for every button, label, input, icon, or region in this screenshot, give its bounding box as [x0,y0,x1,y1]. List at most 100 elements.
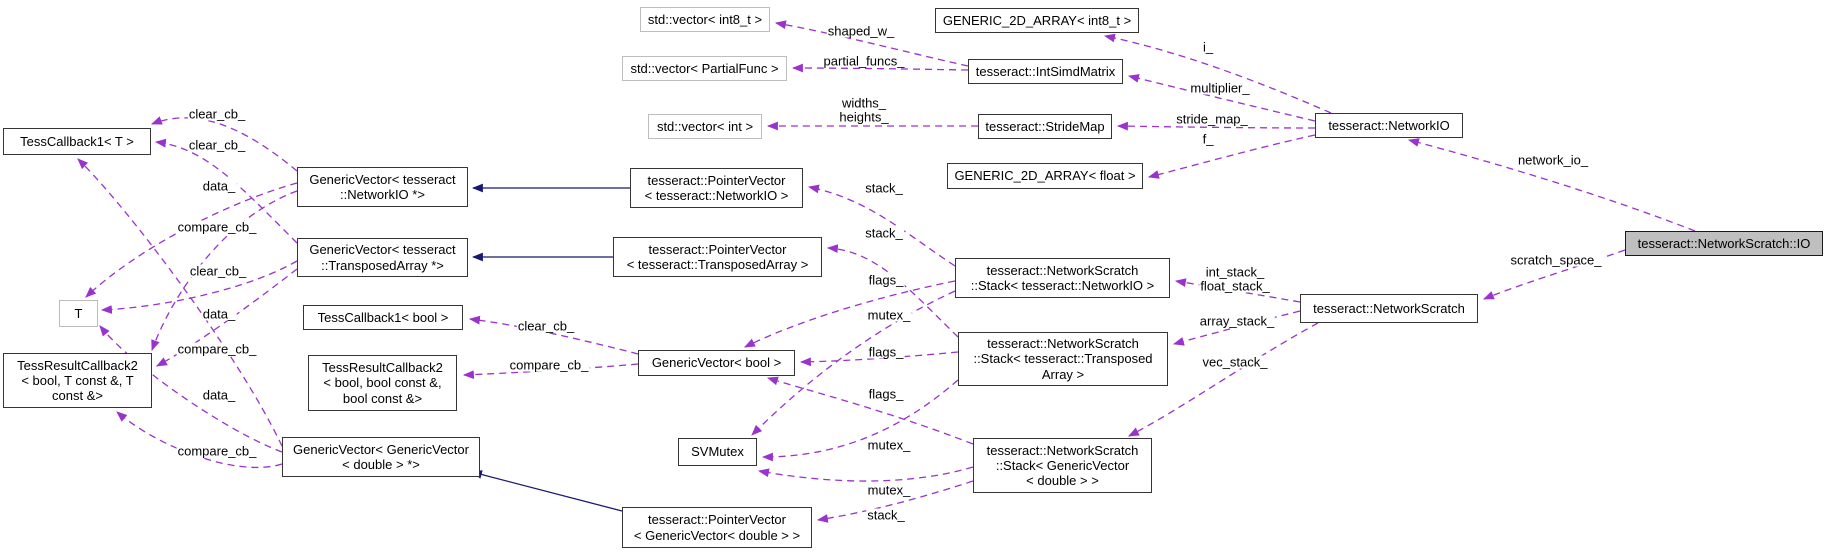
edge-gv_networkio-t [85,182,298,298]
node-gv_bool[interactable]: GenericVector< bool > [638,350,795,376]
node-label-line: tesseract::PointerVector [648,241,787,257]
node-label-line: < double > *> [342,457,420,472]
edge-label-data: data_ [201,178,237,194]
node-stack_gvdouble[interactable]: tesseract::NetworkScratch::Stack< Generi… [973,438,1152,493]
node-svmutex[interactable]: SVMutex [678,438,757,466]
edge-stack_gvdouble-gv_bool [766,376,974,445]
edge-label-float_stack: float_stack_ [1199,278,1271,294]
edge-label-scratch_space: scratch_space_ [1509,252,1603,268]
node-label-line: < tesseract::TransposedArray > [626,257,809,272]
node-label-line: tesseract::NetworkIO [1328,117,1450,133]
edge-label-flags: flags_ [867,386,905,402]
node-tc1_bool[interactable]: TessCallback1< bool > [303,305,463,330]
node-label-line: GenericVector< bool > [651,355,782,371]
edge-stack_networkio-svmutex [751,290,956,436]
node-label-line: tesseract::StrideMap [985,118,1105,134]
node-label-line: ::Stack< tesseract::NetworkIO > [970,278,1155,293]
node-trc2_bool[interactable]: TessResultCallback2< bool, bool const &,… [308,355,457,411]
node-generic2d_int8[interactable]: GENERIC_2D_ARRAY< int8_t > [935,8,1139,33]
node-label-line: GENERIC_2D_ARRAY< float > [954,168,1136,184]
node-label-line: GenericVector< tesseract [309,242,456,258]
node-stack_transposed[interactable]: tesseract::NetworkScratch::Stack< tesser… [958,332,1168,386]
node-stack_networkio[interactable]: tesseract::NetworkScratch::Stack< tesser… [955,258,1170,298]
edge-label-array_stack: array_stack_ [1198,313,1276,329]
edge-stack_transposed-pv_transposed [826,244,959,338]
node-label-line: GENERIC_2D_ARRAY< int8_t > [942,12,1132,28]
node-pv_transposed[interactable]: tesseract::PointerVector< tesseract::Tra… [613,237,822,277]
edge-pv_gvdouble-gv_gvdouble [470,470,623,512]
node-stridemap[interactable]: tesseract::StrideMap [978,114,1112,139]
edge-label-clear_cb: clear_cb_ [187,137,247,153]
edge-networkscratch-stack_transposed [1172,310,1301,346]
edge-nsio-networkscratch [1482,249,1626,300]
node-intsimd[interactable]: tesseract::IntSimdMatrix [968,59,1123,84]
edge-label-mutex: mutex_ [866,307,912,323]
node-label-line: std::vector< int8_t > [647,11,763,27]
node-label-line: T [74,305,83,321]
edge-label-vec_stack: vec_stack_ [1201,354,1269,370]
edge-label-partial_funcs: partial_funcs_ [822,53,906,69]
node-label-line: ::Stack< tesseract::Transposed [973,351,1153,367]
edge-label-multiplier: multiplier_ [1189,80,1251,96]
edge-label-clear_cb: clear_cb_ [187,106,247,122]
edge-label-flags: flags_ [867,272,905,288]
node-gv_gvdouble[interactable]: GenericVector< GenericVector< double > *… [282,437,480,477]
node-label-line: TessCallback1< T > [20,133,134,149]
edge-stack_gvdouble-svmutex [757,466,974,482]
edge-label-data: data_ [201,387,237,403]
node-label-line: tesseract::IntSimdMatrix [975,63,1116,79]
edge-gv_transposed-tc1_t [154,138,298,244]
node-label-line: Array > [1041,366,1085,382]
node-label-line: ::Stack< GenericVector [995,457,1130,473]
node-label-line: std::vector< PartialFunc > [630,60,779,76]
edge-gv_networkio-tc1_t [150,116,298,172]
edge-networkio-generic2d_int8 [1103,33,1332,114]
edge-stack_networkio-gv_bool [744,280,956,348]
node-label-line: TessResultCallback2 [17,357,138,373]
edge-label-f: f_ [1201,131,1215,147]
node-nsio: tesseract::NetworkScratch::IO [1625,231,1823,256]
edge-label-compare_cb: compare_cb_ [508,357,590,373]
edge-label-i: i_ [1201,39,1215,55]
edge-gv_gvdouble-trc2_t [116,411,283,469]
node-networkio[interactable]: tesseract::NetworkIO [1315,113,1463,138]
node-networkscratch[interactable]: tesseract::NetworkScratch [1300,294,1478,323]
edge-gv_gvdouble-t [99,325,283,453]
node-label-line: std::vector< int > [656,118,754,134]
edge-gv_networkio-trc2_t [151,190,298,352]
edge-intsimd-vec_int8 [774,20,969,67]
node-label-line: < GenericVector< double > > [633,527,801,543]
node-pv_gvdouble[interactable]: tesseract::PointerVector< GenericVector<… [622,507,812,548]
edge-label-compare_cb: compare_cb_ [176,443,258,459]
edge-gv_bool-tc1_bool [468,315,639,355]
node-t: T [59,300,98,327]
edge-label-flags: flags_ [867,344,905,360]
node-label-line: const &> [52,388,103,404]
node-label-line: tesseract::PointerVector [647,512,786,528]
node-generic2d_float[interactable]: GENERIC_2D_ARRAY< float > [947,163,1143,189]
edge-networkscratch-stack_gvdouble [1128,322,1319,437]
edge-networkio-stridemap [1116,121,1316,131]
edge-stack_transposed-svmutex [761,379,959,462]
node-label-line: < tesseract::NetworkIO > [644,188,789,203]
node-label-line: < double > > [1026,473,1099,489]
node-gv_networkio[interactable]: GenericVector< tesseract::NetworkIO *> [297,167,468,207]
node-label-line: TessResultCallback2 [322,360,443,375]
node-label-line: ::TransposedArray *> [321,257,444,273]
node-tc1_t[interactable]: TessCallback1< T > [3,128,151,155]
edge-label-heights: heights_ [838,109,890,125]
node-label-line: tesseract::NetworkScratch [986,262,1139,278]
node-label-line: GenericVector< GenericVector [293,441,469,457]
edge-label-shaped_w: shaped_w_ [826,23,896,39]
node-label-line: TessCallback1< bool > [317,309,449,325]
node-vec_int: std::vector< int > [648,114,762,139]
node-label-line: tesseract::NetworkScratch [986,442,1139,458]
edge-label-clear_cb: clear_cb_ [188,263,248,279]
node-gv_transposed[interactable]: GenericVector< tesseract::TransposedArra… [297,238,468,277]
edge-label-stack: stack_ [866,507,906,523]
node-pv_networkio[interactable]: tesseract::PointerVector< tesseract::Net… [630,168,803,208]
edge-label-mutex: mutex_ [866,437,912,453]
